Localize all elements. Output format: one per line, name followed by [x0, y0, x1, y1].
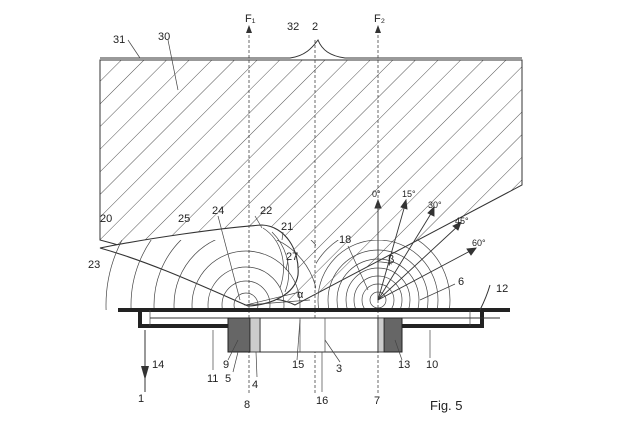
angle-labels: 0° 15° 30° 45° 60° — [372, 189, 486, 248]
angle-30: 30° — [428, 200, 442, 210]
block-right — [383, 317, 403, 353]
base-plate-left-flange — [138, 310, 228, 328]
label-11: 11 — [207, 373, 218, 385]
label-23: 23 — [88, 259, 100, 271]
label-alpha: α — [297, 289, 304, 301]
label-15: 15 — [292, 359, 304, 371]
housing-3 — [259, 317, 379, 353]
label-7: 7 — [374, 395, 380, 407]
label-13: 13 — [398, 359, 410, 371]
label-25: 25 — [178, 213, 190, 225]
label-9: 9 — [223, 359, 229, 371]
left-arc-group — [105, 240, 316, 310]
tool-tip-25 — [99, 224, 299, 307]
base-plate-right-flange — [400, 310, 484, 328]
label-32: 32 — [287, 21, 299, 33]
figure-caption: Fig. 5 — [430, 398, 463, 413]
label-12: 12 — [496, 283, 508, 295]
label-6: 6 — [458, 276, 464, 288]
angle-45: 45° — [455, 216, 469, 226]
label-18: 18 — [339, 234, 351, 246]
tip-inner-curve — [262, 227, 284, 289]
label-5: 5 — [225, 373, 231, 385]
label-8: 8 — [244, 399, 250, 411]
angle-60: 60° — [472, 238, 486, 248]
label-21: 21 — [281, 221, 293, 233]
label-14: 14 — [152, 359, 164, 371]
label-4: 4 — [252, 379, 258, 391]
leader-lines — [127, 39, 456, 392]
label-20: 20 — [100, 213, 112, 225]
label-31: 31 — [113, 34, 125, 46]
lip-12 — [479, 284, 491, 311]
label-f1: F₁ — [245, 13, 256, 25]
label-24: 24 — [212, 205, 224, 217]
label-3: 3 — [336, 363, 342, 375]
alpha-line-a — [245, 291, 301, 306]
label-22: 22 — [260, 205, 272, 217]
block-left-inner — [249, 317, 261, 353]
label-27: 27 — [286, 251, 298, 263]
reference-labels: F₁ 32 2 F₂ 31 30 20 25 24 22 21 27 23 18… — [88, 13, 508, 411]
arrow-f2 — [375, 25, 381, 33]
angle-0: 0° — [372, 189, 381, 199]
label-beta: β — [388, 254, 394, 266]
angle-15: 15° — [402, 189, 416, 199]
label-16: 16 — [316, 395, 328, 407]
block-right-inner — [377, 317, 385, 353]
block-left — [227, 317, 251, 353]
label-1: 1 — [138, 393, 144, 405]
label-30: 30 — [158, 31, 170, 43]
label-10: 10 — [426, 359, 438, 371]
alpha-line-b — [245, 299, 311, 306]
body-top-contour — [100, 38, 522, 59]
label-2: 2 — [312, 21, 318, 33]
arrow-f1 — [246, 25, 252, 33]
label-f2: F₂ — [374, 13, 385, 25]
